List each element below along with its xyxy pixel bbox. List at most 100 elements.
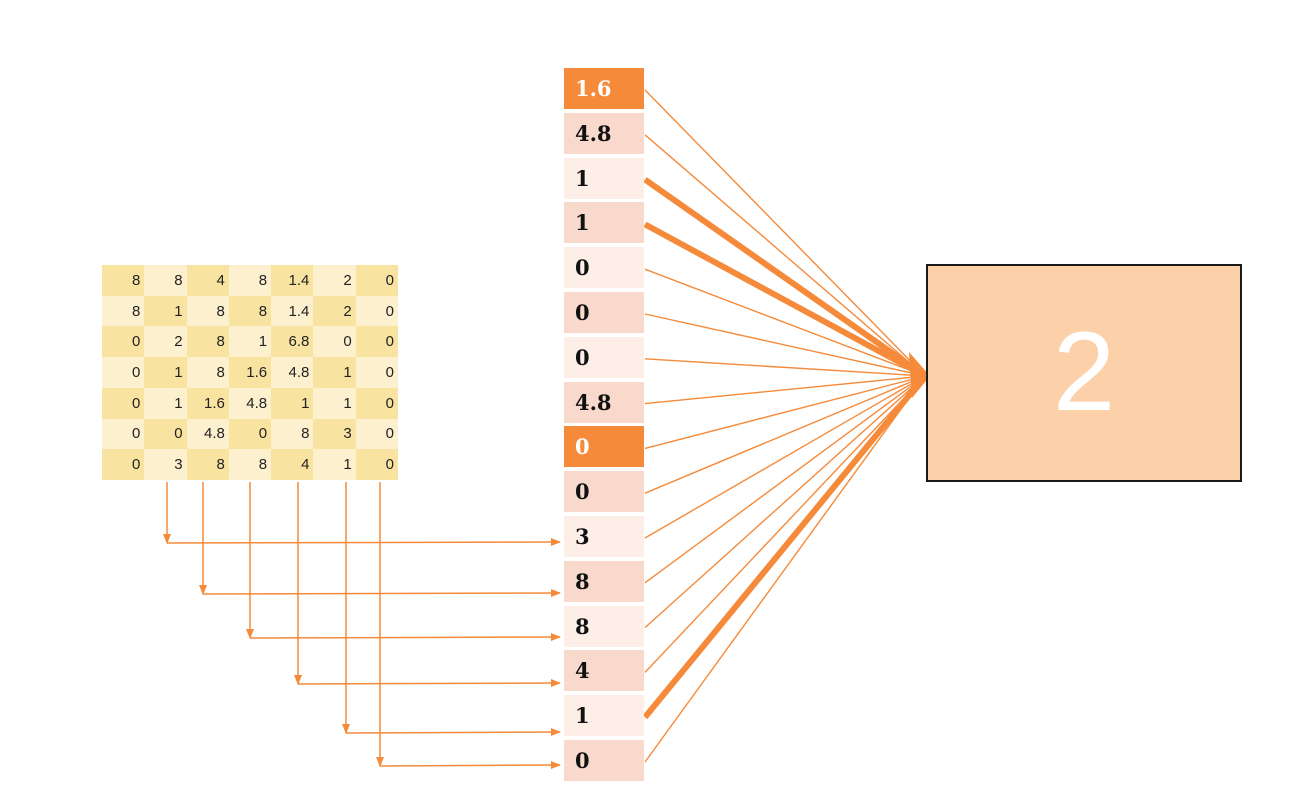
matrix-cell: 8	[186, 326, 229, 358]
weight-line	[644, 313, 926, 377]
weight-line	[644, 375, 926, 763]
matrix-cell: 1	[144, 295, 187, 327]
vector-cell: 0	[564, 471, 644, 515]
matrix-cell: 0	[355, 265, 398, 296]
matrix-cell: 0	[144, 418, 187, 450]
flatten-arrow-across	[297, 679, 561, 688]
matrix-cell: 1	[144, 387, 187, 419]
weight-line	[644, 375, 926, 405]
matrix-cell: 2	[313, 265, 356, 296]
matrix-cell: 4.8	[186, 418, 229, 450]
matrix-cell: 0	[355, 418, 398, 450]
weight-line	[644, 375, 926, 539]
flatten-arrow-across	[379, 761, 561, 770]
vector-cell: 0	[564, 292, 644, 335]
matrix-cell: 0	[355, 326, 398, 358]
matrix-cell: 4.8	[228, 387, 272, 419]
matrix-cell: 0	[313, 326, 356, 358]
matrix-cell: 1	[144, 357, 187, 388]
matrix-cell: 0	[102, 418, 145, 450]
matrix-cell: 2	[313, 295, 356, 327]
vector-cell: 8	[564, 560, 644, 604]
weight-line	[644, 89, 926, 377]
flatten-arrow-across	[166, 538, 561, 547]
matrix-cell: 8	[102, 295, 145, 327]
weight-line-strong	[643, 177, 927, 379]
matrix-cell: 8	[271, 418, 314, 450]
weight-line-strong	[643, 221, 927, 379]
matrix-cell: 1	[313, 387, 356, 419]
matrix-cell: 0	[355, 449, 398, 480]
matrix-cell: 4.8	[271, 357, 314, 388]
matrix-cell: 8	[186, 449, 229, 480]
matrix-cell: 2	[144, 326, 187, 358]
matrix-cell: 1.6	[186, 387, 229, 419]
vector-cell: 1	[564, 202, 644, 246]
flatten-arrow-across	[202, 589, 561, 598]
matrix-cell: 1.6	[228, 357, 272, 388]
vector-cell: 0	[564, 336, 644, 380]
weight-line	[644, 375, 926, 673]
weight-line	[644, 375, 926, 584]
matrix-cell: 8	[228, 265, 272, 296]
vector-cell: 4	[564, 650, 644, 694]
weight-line	[644, 134, 926, 377]
matrix-cell: 0	[102, 387, 145, 419]
vector-cell: 1.6	[564, 68, 644, 111]
matrix-cell: 1	[271, 387, 314, 419]
matrix-cell: 1	[313, 449, 356, 480]
matrix-cell: 3	[144, 449, 187, 480]
vector-cell: 3	[564, 516, 644, 559]
vector-cell: 4.8	[564, 381, 644, 425]
matrix-cell: 8	[228, 449, 272, 480]
matrix-cell: 1.4	[271, 265, 314, 296]
vector-cell: 8	[564, 605, 644, 649]
weight-line	[644, 375, 926, 450]
matrix-cell: 1.4	[271, 295, 314, 327]
matrix-cell: 4	[186, 265, 229, 296]
matrix-cell: 8	[102, 265, 145, 296]
output-box: 2	[926, 264, 1242, 482]
matrix-cell: 3	[313, 418, 356, 450]
flatten-arrows	[163, 482, 561, 770]
matrix-cell: 0	[355, 357, 398, 388]
flatten-arrow-across	[249, 633, 561, 642]
convergence-arrowhead	[909, 352, 930, 398]
matrix-cell: 8	[228, 295, 272, 327]
matrix-cell: 0	[228, 418, 272, 450]
matrix-cell: 8	[186, 295, 229, 327]
matrix-cell: 0	[102, 326, 145, 358]
matrix-cell: 6.8	[271, 326, 314, 358]
vector-cell: 1	[564, 157, 644, 201]
weight-line	[644, 268, 926, 377]
weight-line-strong	[642, 374, 928, 720]
matrix-cell: 0	[102, 357, 145, 388]
matrix-cell: 0	[102, 449, 145, 480]
weight-line	[644, 375, 926, 629]
vector-cell: 4.8	[564, 112, 644, 156]
vector-cell: 0	[564, 740, 644, 783]
vector-cell: 0	[564, 247, 644, 291]
vector-cell: 0	[564, 426, 644, 470]
matrix-cell: 1	[228, 326, 272, 358]
matrix-cell: 4	[271, 449, 314, 480]
matrix-cell: 8	[144, 265, 187, 296]
flatten-arrow-across	[345, 728, 561, 737]
matrix-cell: 0	[355, 295, 398, 327]
output-value: 2	[1052, 309, 1116, 434]
weight-lines	[642, 89, 928, 763]
vector-cell: 1	[564, 695, 644, 739]
matrix-cell: 1	[313, 357, 356, 388]
matrix-cell: 0	[355, 387, 398, 419]
weight-line	[644, 375, 926, 494]
weight-line	[644, 358, 926, 377]
